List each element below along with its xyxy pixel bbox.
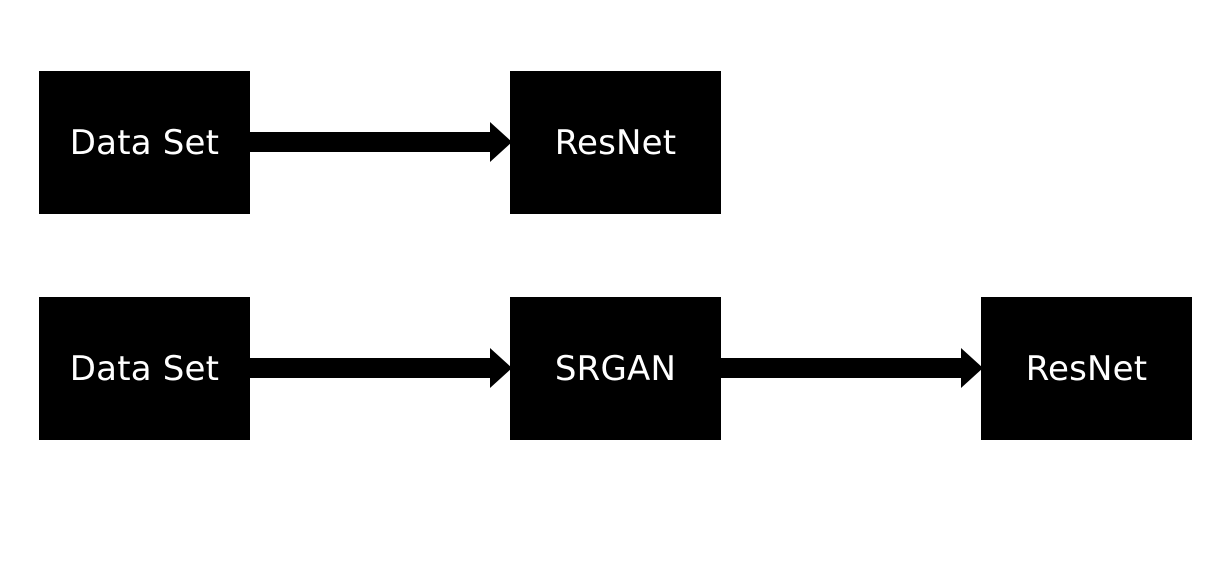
row2-srgan-box: SRGAN: [510, 297, 721, 440]
row1-data-set-box: Data Set: [39, 71, 250, 214]
row1-arrow-data-set-to-resnet: [250, 122, 512, 162]
row1-resnet-box: ResNet: [510, 71, 721, 214]
row2-resnet-label: ResNet: [1025, 348, 1148, 389]
row2-resnet-box: ResNet: [981, 297, 1192, 440]
row2-data-set-label: Data Set: [69, 348, 220, 389]
row2-arrow-data-set-to-srgan: [250, 348, 512, 388]
row1-resnet-label: ResNet: [554, 122, 677, 163]
row1-data-set-label: Data Set: [69, 122, 220, 163]
row2-srgan-label: SRGAN: [554, 348, 677, 389]
row2-data-set-box: Data Set: [39, 297, 250, 440]
row2-arrow-srgan-to-resnet: [721, 348, 983, 388]
